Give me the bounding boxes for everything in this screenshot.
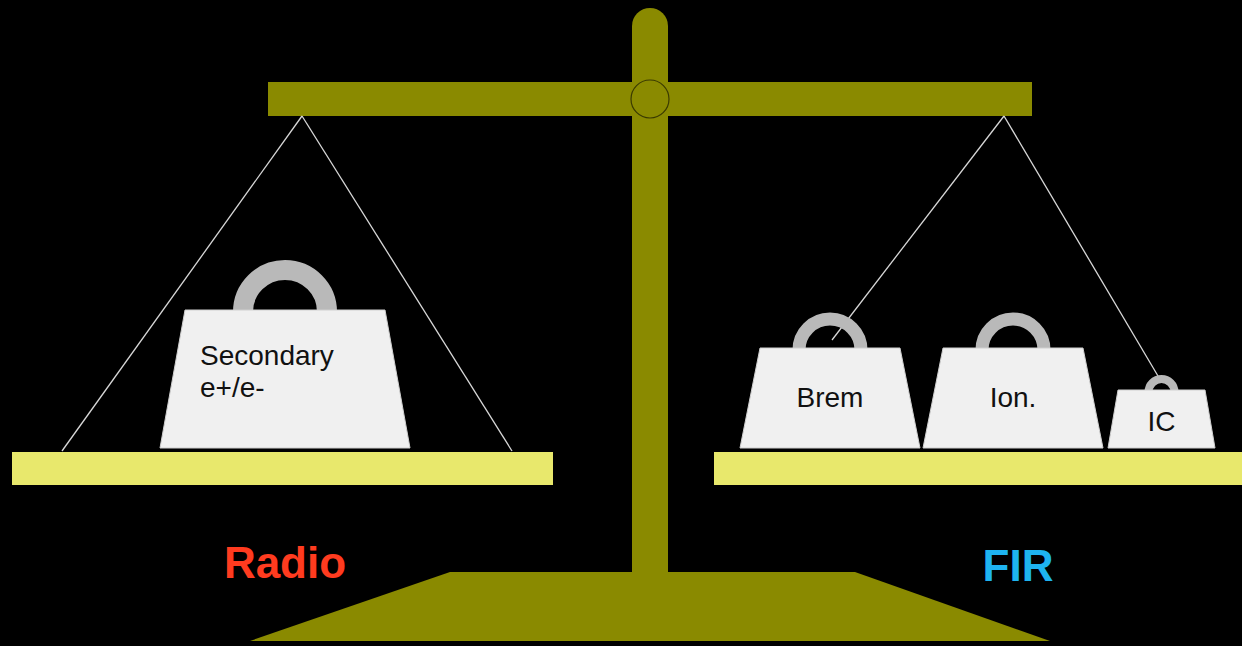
weight-body xyxy=(160,310,410,448)
weight-label: Secondary e+/e- xyxy=(200,340,375,404)
weight: Ion. xyxy=(923,348,1103,448)
scale-knob xyxy=(632,8,668,78)
scale-pan xyxy=(12,452,553,485)
scale-base xyxy=(250,572,1050,641)
weight-label: Brem xyxy=(797,382,864,414)
weight-label: IC xyxy=(1148,406,1176,438)
weight: Brem xyxy=(740,348,920,448)
weight-body xyxy=(1108,390,1215,448)
weight-handle xyxy=(982,319,1044,350)
pan-string xyxy=(832,116,1004,340)
weight-label: Ion. xyxy=(990,382,1037,414)
scale-pan xyxy=(714,452,1242,485)
weight: IC xyxy=(1108,390,1215,448)
fir-label: FIR xyxy=(983,541,1054,591)
radio-label: Radio xyxy=(224,538,346,588)
weight-shape xyxy=(160,310,410,448)
weight-handle xyxy=(243,270,327,312)
weight-body xyxy=(923,348,1103,448)
scale-pole xyxy=(632,60,668,575)
pivot xyxy=(631,80,669,118)
weight-body xyxy=(740,348,920,448)
weight-handle xyxy=(799,319,861,350)
pan-string xyxy=(1004,116,1158,376)
weight: Secondary e+/e- xyxy=(160,310,410,448)
